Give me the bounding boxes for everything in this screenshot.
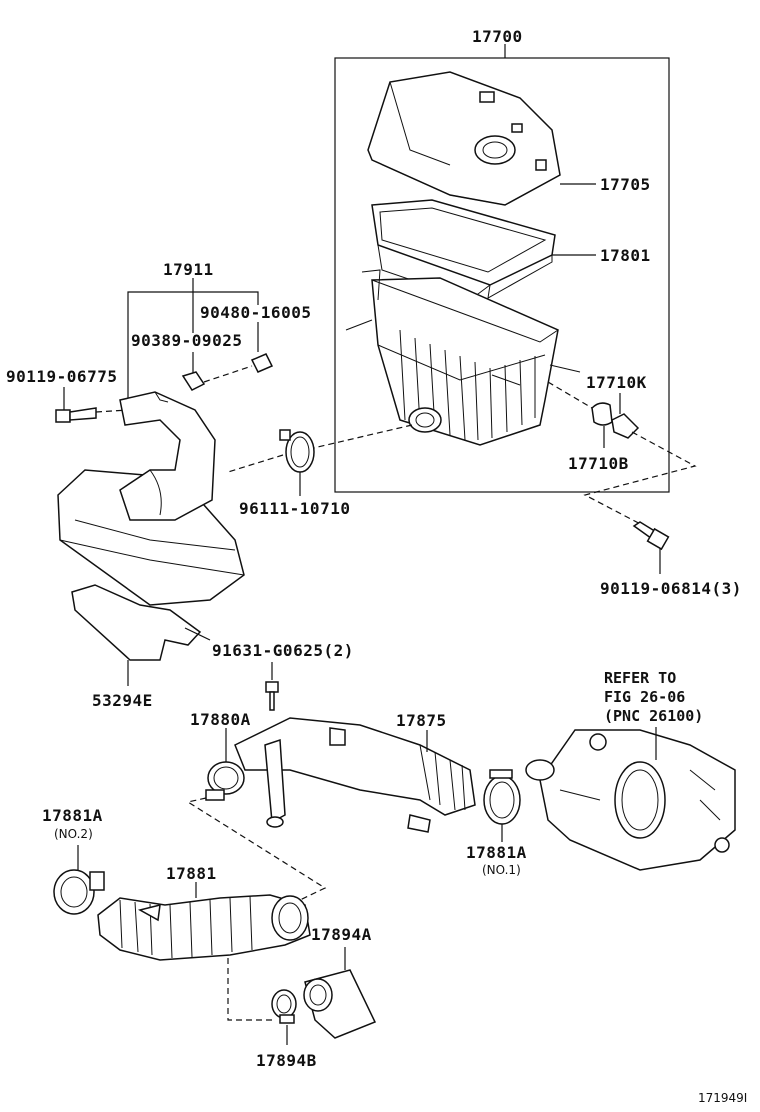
label-17894a: 17894A <box>311 925 372 944</box>
label-90389-09025: 90389-09025 <box>131 331 242 350</box>
reference-line-2: FIG 26-06 <box>604 688 685 706</box>
label-17710k: 17710K <box>586 373 647 392</box>
intake-hose-17881 <box>97 894 311 961</box>
hose-clamp-96111 <box>279 429 315 473</box>
reference-line-1: REFER TO <box>604 669 676 687</box>
figure-id: 171949I <box>698 1091 747 1105</box>
hose-clamp-17880a <box>205 761 245 801</box>
label-17710b: 17710B <box>568 454 629 473</box>
label-17881a-no1: 17881A <box>466 843 527 862</box>
air-cleaner-cap <box>367 71 561 206</box>
bolt-90119-06814 <box>632 521 670 551</box>
note-no1: (NO.1) <box>482 863 521 877</box>
label-17700: 17700 <box>472 27 523 46</box>
intake-hose-17875 <box>234 717 476 833</box>
label-91631-g0625: 91631-G0625(2) <box>212 641 354 660</box>
assembly-box-17700 <box>334 44 670 493</box>
label-17875: 17875 <box>396 711 447 730</box>
hose-clamp-17881a-no1 <box>483 769 521 825</box>
label-17801: 17801 <box>600 246 651 265</box>
label-90119-06775: 90119-06775 <box>6 367 117 386</box>
label-17705: 17705 <box>600 175 651 194</box>
note-no2: (NO.2) <box>54 827 93 841</box>
label-17894b: 17894B <box>256 1051 317 1070</box>
screw-91631 <box>265 681 279 711</box>
air-duct-17894a <box>303 969 377 1039</box>
hose-clamp-17894b <box>271 989 297 1024</box>
label-90480-16005: 90480-16005 <box>200 303 311 322</box>
leader-17911 <box>127 278 259 412</box>
throttle-body <box>525 729 736 871</box>
air-cleaner-case <box>345 269 581 446</box>
reference-line-3: (PNC 26100) <box>604 707 703 725</box>
label-96111-10710: 96111-10710 <box>239 499 350 518</box>
cushion-17710k <box>611 413 640 439</box>
cushion-90480 <box>250 353 274 373</box>
grommet-90389 <box>181 371 206 391</box>
label-17881: 17881 <box>166 864 217 883</box>
label-17881a-no2: 17881A <box>42 806 103 825</box>
label-53294e: 53294E <box>92 691 153 710</box>
intake-resonator-17911 <box>57 391 245 606</box>
bolt-90119-06775 <box>55 407 97 423</box>
label-17911: 17911 <box>163 260 214 279</box>
label-90119-06814: 90119-06814(3) <box>600 579 742 598</box>
label-17880a: 17880A <box>190 710 251 729</box>
deflector-53294e <box>71 584 202 661</box>
grommet-17710b <box>591 402 613 426</box>
hose-clamp-17881a-no2 <box>53 869 105 915</box>
